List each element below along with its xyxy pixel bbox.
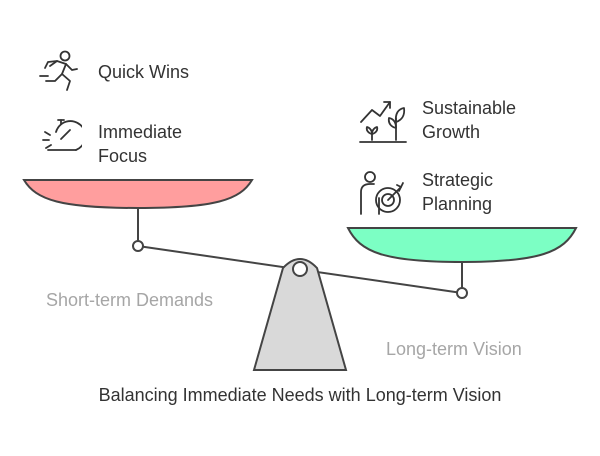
target-person-icon xyxy=(358,168,408,218)
right-pan xyxy=(346,227,578,264)
fulcrum-pivot xyxy=(292,261,308,277)
left-pan xyxy=(22,179,254,210)
diagram-title: Balancing Immediate Needs with Long-term… xyxy=(98,385,502,405)
running-person-icon xyxy=(36,48,82,94)
right-pivot xyxy=(456,287,468,299)
fulcrum xyxy=(252,258,348,371)
short-term-caption: Short-term Demands xyxy=(46,290,214,310)
strategic-planning-label-line2: Planning xyxy=(422,194,493,214)
strategic-planning-label-line1: Strategic xyxy=(422,170,494,190)
immediate-focus-label-line2: Focus xyxy=(98,146,148,166)
growth-chart-icon xyxy=(358,94,408,146)
stopwatch-icon xyxy=(40,118,82,162)
long-term-caption: Long-term Vision xyxy=(386,339,522,359)
sustainable-growth-label-line1: Sustainable xyxy=(422,98,517,118)
immediate-focus-label-line1: Immediate xyxy=(98,122,183,142)
quick-wins-label: Quick Wins xyxy=(98,62,190,82)
sustainable-growth-label-line2: Growth xyxy=(422,122,481,142)
left-pivot xyxy=(132,240,144,252)
